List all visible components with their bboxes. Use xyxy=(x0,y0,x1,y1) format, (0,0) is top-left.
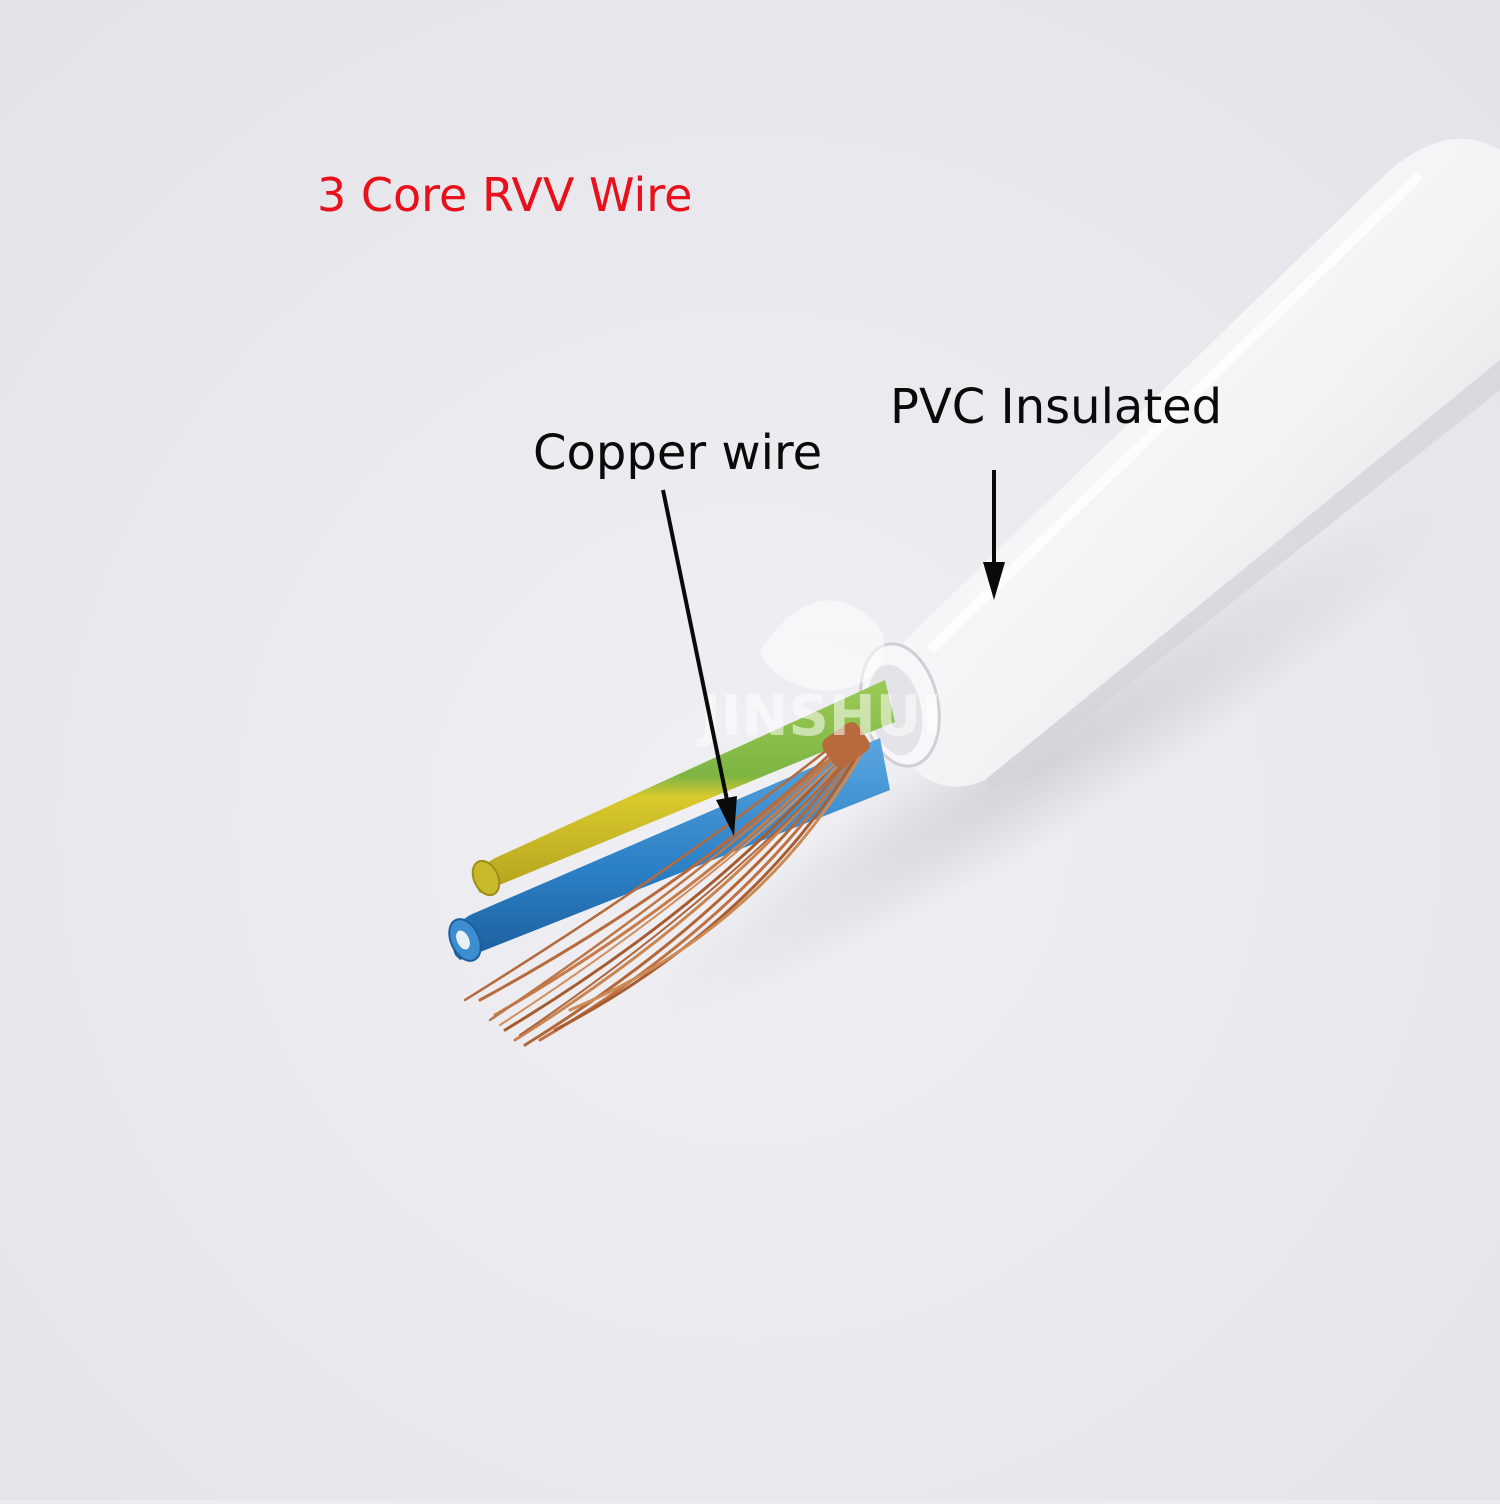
watermark-text: JINSHUI xyxy=(696,684,942,749)
copper-wire-label: Copper wire xyxy=(533,429,822,477)
page-title: 3 Core RVV Wire xyxy=(317,172,692,218)
pvc-insulated-label: PVC Insulated xyxy=(890,383,1222,431)
